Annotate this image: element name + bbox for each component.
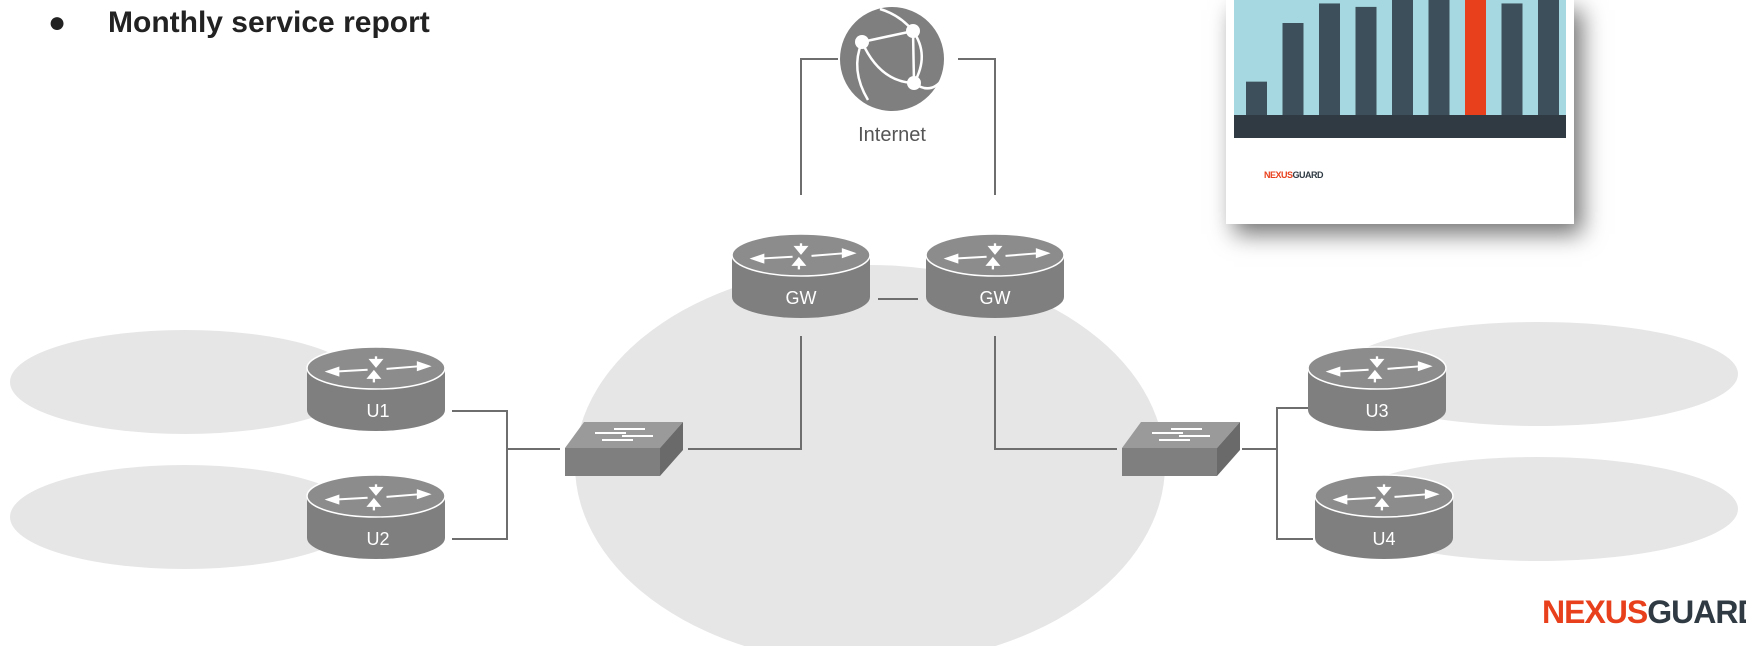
connection-lines xyxy=(452,58,1313,540)
report-bar xyxy=(1538,0,1559,115)
bullet-icon: ● xyxy=(48,6,67,39)
report-bar xyxy=(1501,3,1523,116)
router-label: U3 xyxy=(1365,401,1388,421)
report-bar xyxy=(1428,0,1450,115)
gateway-label: GW xyxy=(980,288,1011,308)
report-bar xyxy=(1246,81,1267,115)
router-label: U2 xyxy=(366,529,389,549)
report-thumbnail: NEXUSGUARD xyxy=(1226,0,1574,224)
report-logo-part2: GUARD xyxy=(1292,170,1324,180)
report-bar xyxy=(1282,23,1304,115)
central-network-cloud xyxy=(575,265,1165,646)
gateway-label: GW xyxy=(786,288,817,308)
brand-part1: NEXUS xyxy=(1542,594,1648,630)
user-router-u1: U1 xyxy=(306,346,446,431)
internet-label: Internet xyxy=(858,124,926,146)
report-logo-part1: NEXUS xyxy=(1264,170,1293,180)
u1-cloud xyxy=(10,330,360,434)
globe-icon xyxy=(840,7,944,111)
u2-cloud xyxy=(10,465,360,569)
gateway-router-1: GW xyxy=(731,233,871,318)
switch-left xyxy=(565,422,683,476)
user-router-u3: U3 xyxy=(1307,346,1447,431)
report-bars xyxy=(1246,0,1559,116)
report-bar xyxy=(1465,0,1486,115)
nexusguard-logo: NEXUSGUARD xyxy=(1542,594,1746,631)
report-logo: NEXUSGUARD xyxy=(1264,170,1324,180)
report-bar xyxy=(1355,6,1377,115)
switch-arrows-icon xyxy=(1152,428,1210,441)
router-label: U4 xyxy=(1372,529,1395,549)
gateway-router-2: GW xyxy=(925,233,1065,318)
page-title: ● Monthly service report xyxy=(48,6,430,40)
report-cover-image xyxy=(1234,0,1566,138)
title-text: Monthly service report xyxy=(108,6,430,39)
report-bar xyxy=(1319,3,1340,116)
user-router-u2: U2 xyxy=(306,474,446,559)
switch-arrows-icon xyxy=(595,428,653,441)
switch-right xyxy=(1122,422,1240,476)
report-bar xyxy=(1392,0,1413,115)
brand-part2: GUARD xyxy=(1647,594,1746,630)
user-router-u4: U4 xyxy=(1314,474,1454,559)
router-label: U1 xyxy=(366,401,389,421)
